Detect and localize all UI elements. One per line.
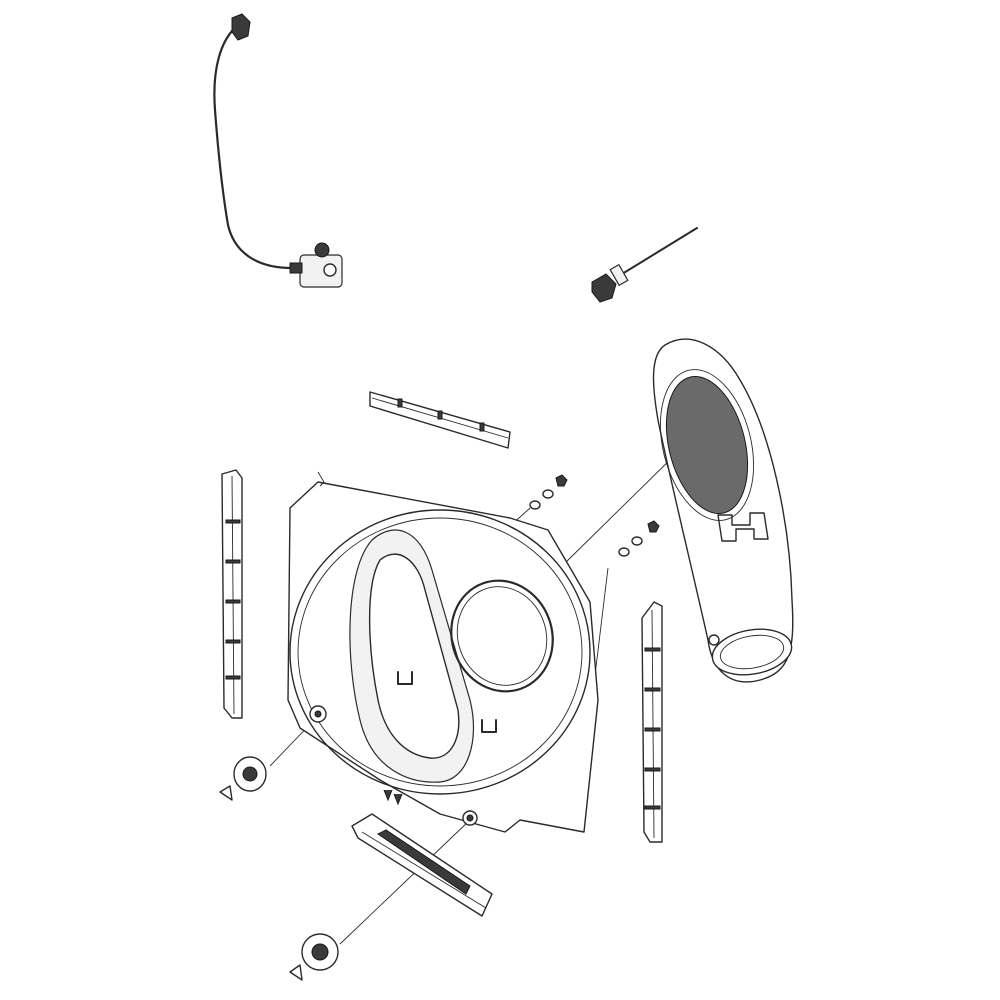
left-side-strip-part[interactable] [221, 469, 243, 719]
drum-roller-lower[interactable] [289, 933, 339, 981]
sensor-probe-part[interactable] [591, 227, 698, 303]
wire-harness-part[interactable] [213, 13, 343, 288]
washer-set-lower[interactable] [618, 520, 660, 557]
bottom-bracket-part[interactable] [351, 813, 493, 917]
blower-duct-part[interactable] [646, 338, 796, 683]
drum-roller-upper[interactable] [219, 756, 267, 801]
rear-panel-part[interactable] [287, 471, 599, 833]
top-bracket-part[interactable] [369, 391, 511, 449]
right-side-strip-part[interactable] [641, 601, 663, 843]
gas-valve-part[interactable] [289, 242, 343, 288]
washer-set-upper[interactable] [529, 474, 568, 510]
